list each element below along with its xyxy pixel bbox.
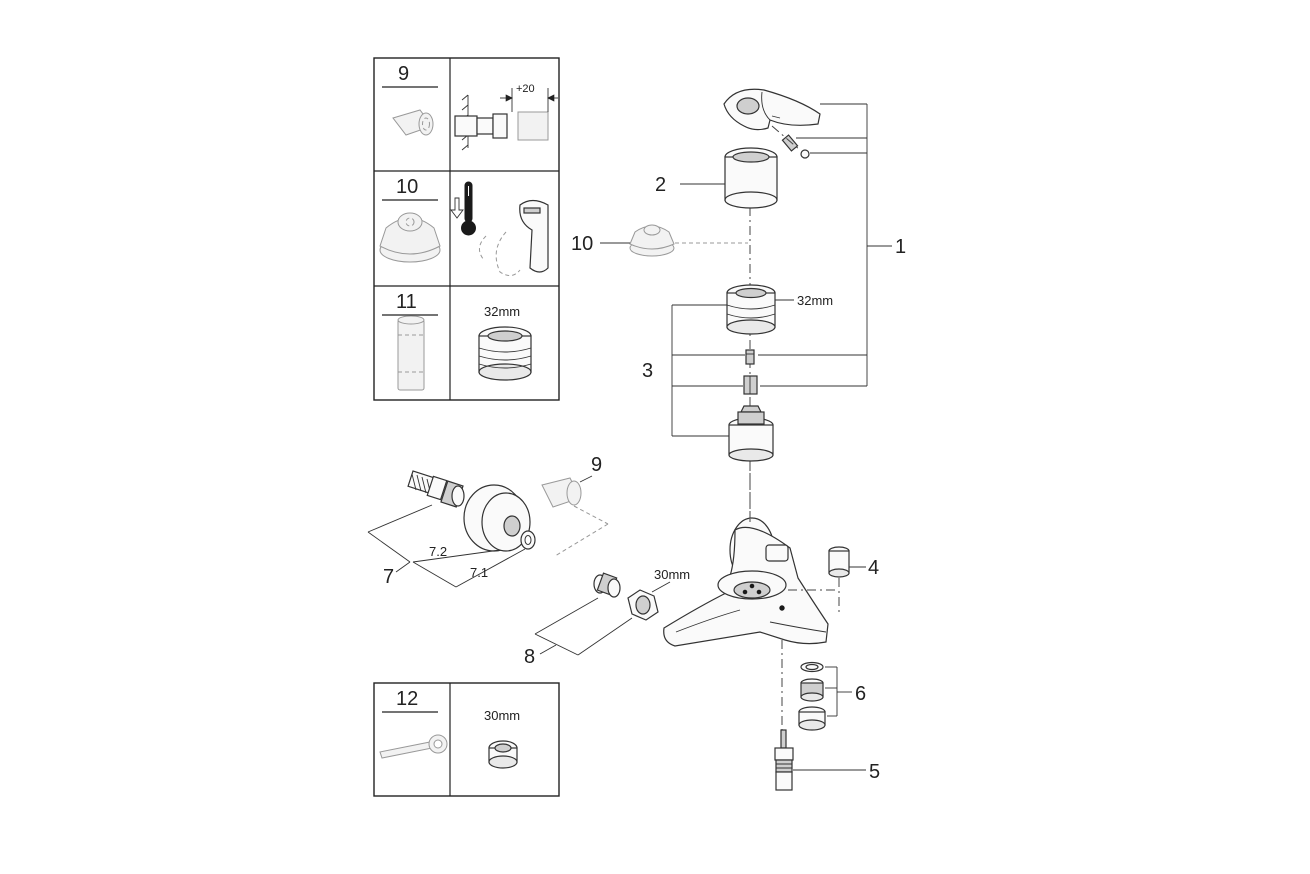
callout-8: 8 xyxy=(524,646,535,668)
callout-4: 4 xyxy=(868,557,879,579)
aerator-set-part xyxy=(798,661,852,731)
cap-part xyxy=(680,147,778,209)
dimension-32mm: 32mm xyxy=(797,293,833,308)
panel-number-12: 12 xyxy=(396,688,418,710)
callout-7-1: 7.1 xyxy=(470,565,488,580)
washer-part xyxy=(520,530,536,550)
dimension-30mm: 30mm xyxy=(654,567,690,582)
mounting-tool-part xyxy=(397,315,425,391)
button-plug-part xyxy=(788,546,866,612)
spare-parts-panel-12: 12 30mm xyxy=(373,682,560,797)
wrench-icon xyxy=(379,734,448,759)
callout-9: 9 xyxy=(591,454,602,476)
bracket-3 xyxy=(671,304,745,437)
callout-10: 10 xyxy=(571,233,593,255)
callout-6: 6 xyxy=(855,683,866,705)
wall-mount-dimension: +20 xyxy=(454,83,558,151)
grub-screw-part xyxy=(781,134,810,159)
callout-1: 1 xyxy=(895,236,906,258)
callout-7-2: 7.2 xyxy=(429,544,447,559)
union-nut-main-part: 30mm xyxy=(627,567,690,621)
diverter-part xyxy=(774,729,866,791)
panel-11-size: 32mm xyxy=(484,304,520,319)
panel-row-9: 9 +20 xyxy=(382,63,558,151)
callout-5: 5 xyxy=(869,761,880,783)
temperature-limiter-ghost xyxy=(600,224,748,257)
spare-parts-panel: 9 +20 xyxy=(373,57,560,401)
offset-label: +20 xyxy=(516,83,535,95)
escutcheon-part xyxy=(463,484,531,552)
callout-7: 7 xyxy=(383,566,394,588)
temperature-limiter-part xyxy=(379,212,441,263)
s-union-part xyxy=(407,470,465,508)
callout-3: 3 xyxy=(642,360,653,382)
arrow-down-icon xyxy=(450,197,464,219)
small-screw-part xyxy=(745,349,755,365)
panel-number-9: 9 xyxy=(398,63,409,85)
union-nut-part xyxy=(488,740,518,769)
panel-12-size: 30mm xyxy=(484,708,520,723)
nipple-part xyxy=(593,572,621,598)
cartridge-nut-part xyxy=(478,326,532,381)
ceramic-cartridge-part xyxy=(728,405,774,462)
cartridge-nut-assembly: 32mm xyxy=(726,284,833,335)
panel-number-11: 11 xyxy=(396,291,417,313)
panel-row-11: 11 32mm xyxy=(382,291,532,391)
panel-row-10: 10 xyxy=(379,176,549,276)
bracket-8 xyxy=(534,597,633,656)
mixer-body-part xyxy=(663,517,829,647)
bracket-1 xyxy=(758,103,892,387)
thermometer-icon xyxy=(461,181,476,236)
lever-handle-part xyxy=(723,88,821,159)
bracket-7 xyxy=(367,504,526,588)
panel-number-10: 10 xyxy=(396,176,418,198)
callout-2: 2 xyxy=(655,174,666,196)
extension-sleeve-part xyxy=(392,109,434,136)
spindle-adapter-part xyxy=(743,375,758,395)
extension-ghost xyxy=(541,475,609,557)
lever-rotation-icon xyxy=(479,199,549,276)
